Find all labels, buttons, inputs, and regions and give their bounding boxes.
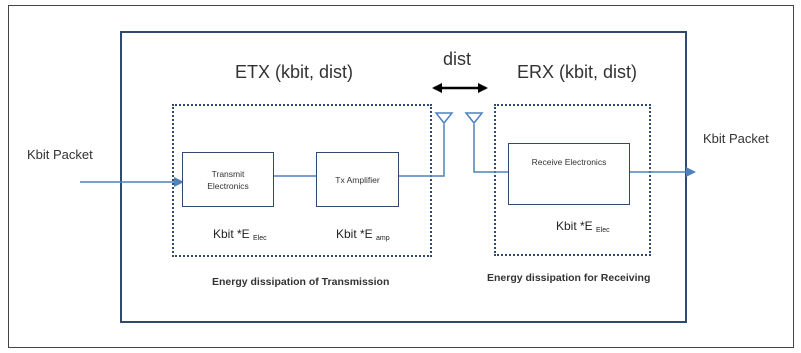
transmit-electronics-block: Transmit Electronics	[182, 152, 274, 207]
tx-amp-formula: Kbit *E amp	[336, 227, 390, 242]
output-packet-label: Kbit Packet	[703, 131, 769, 146]
tx-amplifier-block: Tx Amplifier	[316, 152, 399, 207]
rx-energy-caption: Energy dissipation for Receiving	[487, 272, 651, 284]
rx-antenna-icon	[464, 112, 484, 125]
etx-label: ETX (kbit, dist)	[235, 62, 354, 82]
tx-energy-caption: Energy dissipation of Transmission	[212, 276, 390, 288]
antenna-to-receiver-line	[473, 124, 508, 173]
receiver-box	[494, 104, 651, 256]
input-packet-label: Kbit Packet	[27, 147, 93, 162]
transmitter-box	[172, 104, 432, 257]
receive-electronics-block: Receive Electronics	[508, 143, 630, 205]
dist-label: dist	[443, 49, 472, 69]
erx-label: ERX (kbit, dist)	[517, 62, 638, 82]
amp-to-antenna-line	[399, 124, 445, 177]
receive-electronics-label: Receive Electronics	[531, 157, 607, 167]
tx-elec-formula: Kbit *E Elec	[213, 227, 267, 242]
rx-elec-formula: Kbit *E Elec	[556, 219, 610, 234]
transmit-label-line1: Transmit	[211, 168, 245, 179]
transmit-label-line2: Electronics	[207, 180, 249, 191]
tx-amplifier-label: Tx Amplifier	[335, 174, 380, 185]
tx-antenna-icon	[434, 112, 454, 125]
system-box	[120, 31, 687, 323]
diagram-frame	[8, 5, 794, 348]
